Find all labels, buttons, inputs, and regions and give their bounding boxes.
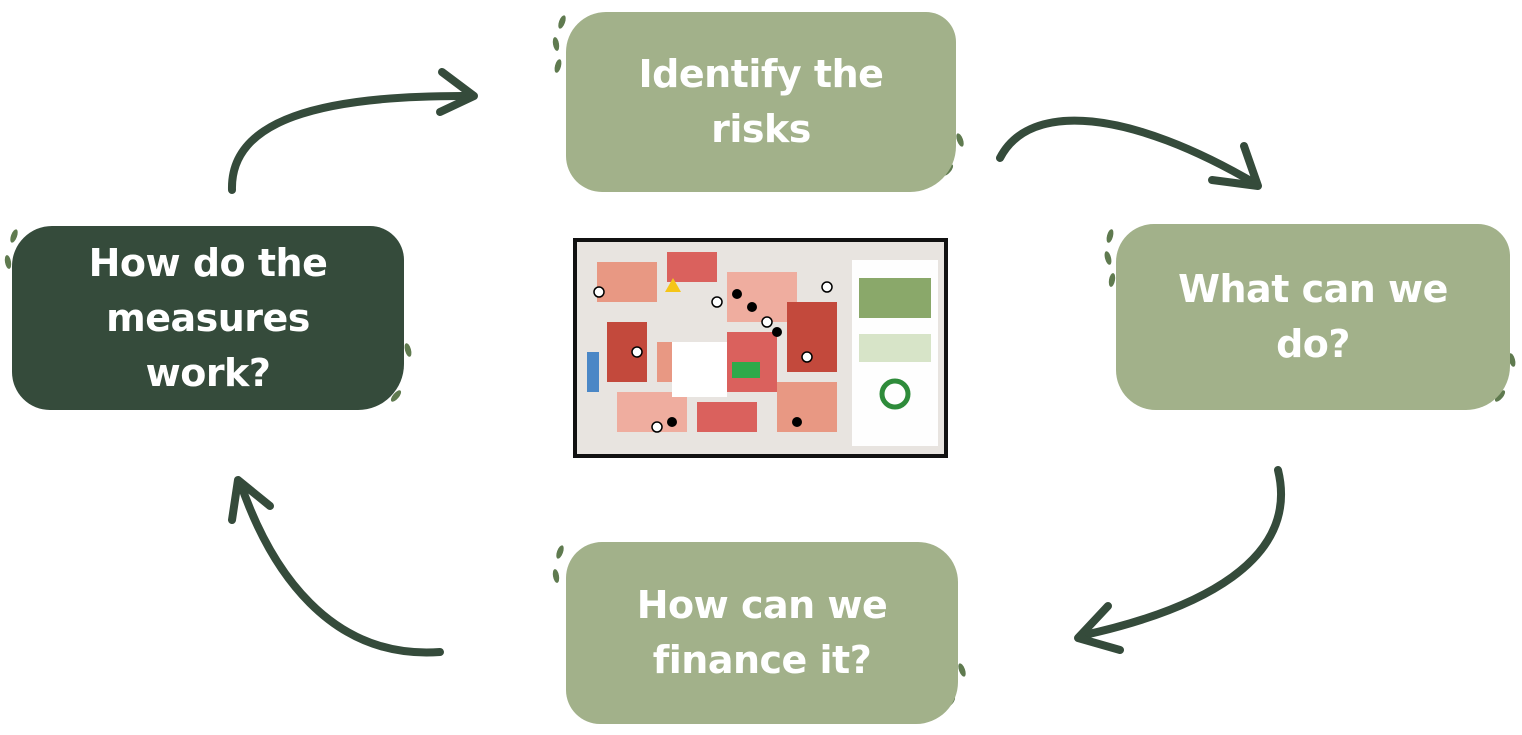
arrow-to-finance (1074, 466, 1286, 654)
step-finance: How can we finance it? (566, 542, 958, 724)
step-label: How can we finance it? (636, 583, 888, 682)
step-label: What can we do? (1178, 267, 1448, 366)
step-identify-risks: Identify the risks (566, 12, 956, 192)
arrow-to-measures (228, 476, 444, 657)
arrow-to-identify (227, 68, 478, 194)
step-what-can-we-do: What can we do? (1116, 224, 1510, 410)
map-app-screenshot (573, 238, 948, 458)
arrow-to-what-can-we-do (996, 116, 1262, 190)
step-label: How do the measures work? (88, 240, 328, 395)
step-measures-work: How do the measures work? (12, 226, 404, 410)
step-label: Identify the risks (638, 52, 884, 151)
map-preview-image (577, 242, 944, 454)
